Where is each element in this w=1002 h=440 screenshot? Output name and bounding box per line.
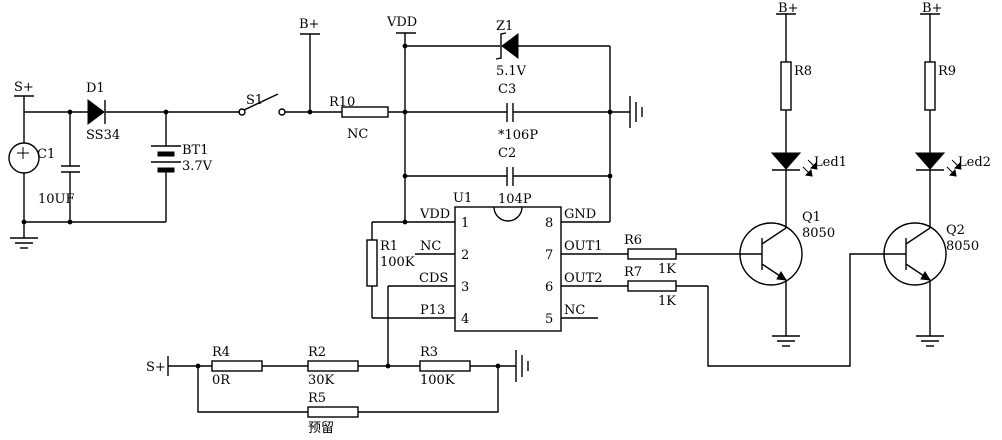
pin-nc-right-label: NC: [564, 303, 585, 318]
r10-label: R10: [329, 95, 355, 110]
d1-value: SS34: [86, 128, 120, 143]
r8-label: R8: [794, 64, 812, 79]
q1-transistor-symbol: [739, 222, 803, 286]
pin-out1-label: OUT1: [564, 239, 603, 254]
pin-out2-label: OUT2: [564, 271, 603, 286]
pin-cds-label: CDS: [419, 271, 448, 286]
r4-value: 0R: [212, 373, 231, 388]
z1-zener-symbol: [501, 33, 519, 59]
c3-value: *106P: [498, 128, 538, 143]
r7-resistor-symbol: [627, 280, 677, 292]
led2-label: Led2: [958, 155, 991, 170]
s1-switch-symbol: [238, 108, 246, 116]
input-section: S+ C1 10UF D1 SS34 BT1 3.7V: [8, 80, 240, 249]
r2-label: R2: [308, 345, 326, 360]
r7-label: R7: [624, 265, 642, 280]
q1-section: B+ R8 Led1 Q1 8050: [739, 1, 847, 347]
c1-value: 10UF: [38, 192, 75, 207]
r9-resistor-symbol: [924, 61, 936, 111]
bplus-top-label: B+: [299, 17, 319, 32]
pin4-number: 4: [461, 312, 469, 327]
c1-source-symbol: [8, 142, 40, 174]
bplus-r8-label: B+: [778, 1, 798, 16]
r5-resistor-symbol: [307, 406, 359, 418]
r3-resistor-symbol: [419, 360, 471, 372]
led1-symbol: [770, 152, 802, 170]
r1-label: R1: [380, 239, 398, 254]
q2-value: 8050: [946, 239, 979, 254]
bplus-r9-label: B+: [922, 1, 942, 16]
r8-resistor-symbol: [780, 61, 792, 111]
output-resistors: R6 1K R7 1K: [624, 233, 884, 367]
q1-value: 8050: [802, 226, 835, 241]
pin3-number: 3: [461, 280, 469, 295]
vdd-section: VDD Z1 5.1V C3 *106P C2 104P: [386, 15, 643, 225]
r2-resistor-symbol: [307, 360, 359, 372]
divider-section: S+ R4 0R R2 30K R3 100K R5 预留: [146, 286, 529, 436]
vdd-top-label: VDD: [386, 15, 417, 30]
r5-label: R5: [308, 391, 326, 406]
pin5-number: 5: [545, 312, 553, 327]
q2-label: Q2: [946, 223, 965, 238]
r5-value: 预留: [308, 421, 334, 436]
bt1-value: 3.7V: [182, 159, 213, 174]
r10-value: NC: [347, 127, 368, 142]
q1-label: Q1: [802, 210, 821, 225]
c1-label: C1: [37, 147, 55, 162]
d1-diode-symbol: [87, 99, 105, 125]
r2-value: 30K: [308, 373, 335, 388]
r1-value: 100K: [380, 255, 415, 270]
r7-value: 1K: [658, 294, 676, 309]
pin6-number: 6: [545, 280, 553, 295]
r1-section: R1 100K: [366, 222, 415, 318]
pin2-number: 2: [461, 248, 469, 263]
c2-label: C2: [498, 146, 516, 161]
s1-label: S1: [246, 93, 263, 108]
pin-vdd-label: VDD: [419, 207, 450, 222]
q2-section: B+ R9 Led2 Q2 8050: [883, 1, 991, 347]
s-plus-left-label: S+: [14, 80, 34, 95]
d1-label: D1: [86, 81, 105, 96]
r1-resistor-symbol: [366, 239, 378, 287]
u1-ic: U1 1 2 3 4 8 7 6 5 VDD NC CDS P13 GND OU…: [372, 191, 628, 332]
r6-resistor-symbol: [627, 248, 677, 260]
r9-label: R9: [938, 64, 956, 79]
s-plus-bottom-label: S+: [146, 360, 166, 375]
bt1-label: BT1: [182, 143, 209, 158]
r3-label: R3: [420, 345, 438, 360]
pin8-number: 8: [545, 216, 553, 231]
c3-label: C3: [498, 82, 516, 97]
r4-label: R4: [212, 345, 230, 360]
led2-symbol: [914, 152, 946, 170]
z1-label: Z1: [496, 19, 513, 34]
switch-section: S1 B+ R10 NC: [238, 17, 405, 142]
led1-label: Led1: [814, 155, 847, 170]
u1-label: U1: [453, 191, 472, 206]
r4-resistor-symbol: [211, 360, 263, 372]
pin-p13-label: P13: [420, 303, 445, 318]
pin1-number: 1: [461, 216, 469, 231]
pin-gnd-label: GND: [564, 207, 596, 222]
r6-label: R6: [624, 233, 642, 248]
pin-nc-left-label: NC: [420, 239, 441, 254]
z1-value: 5.1V: [496, 64, 527, 79]
r3-value: 100K: [420, 373, 455, 388]
r6-value: 1K: [658, 262, 676, 277]
c2-value: 104P: [498, 192, 532, 207]
pin7-number: 7: [545, 248, 553, 263]
